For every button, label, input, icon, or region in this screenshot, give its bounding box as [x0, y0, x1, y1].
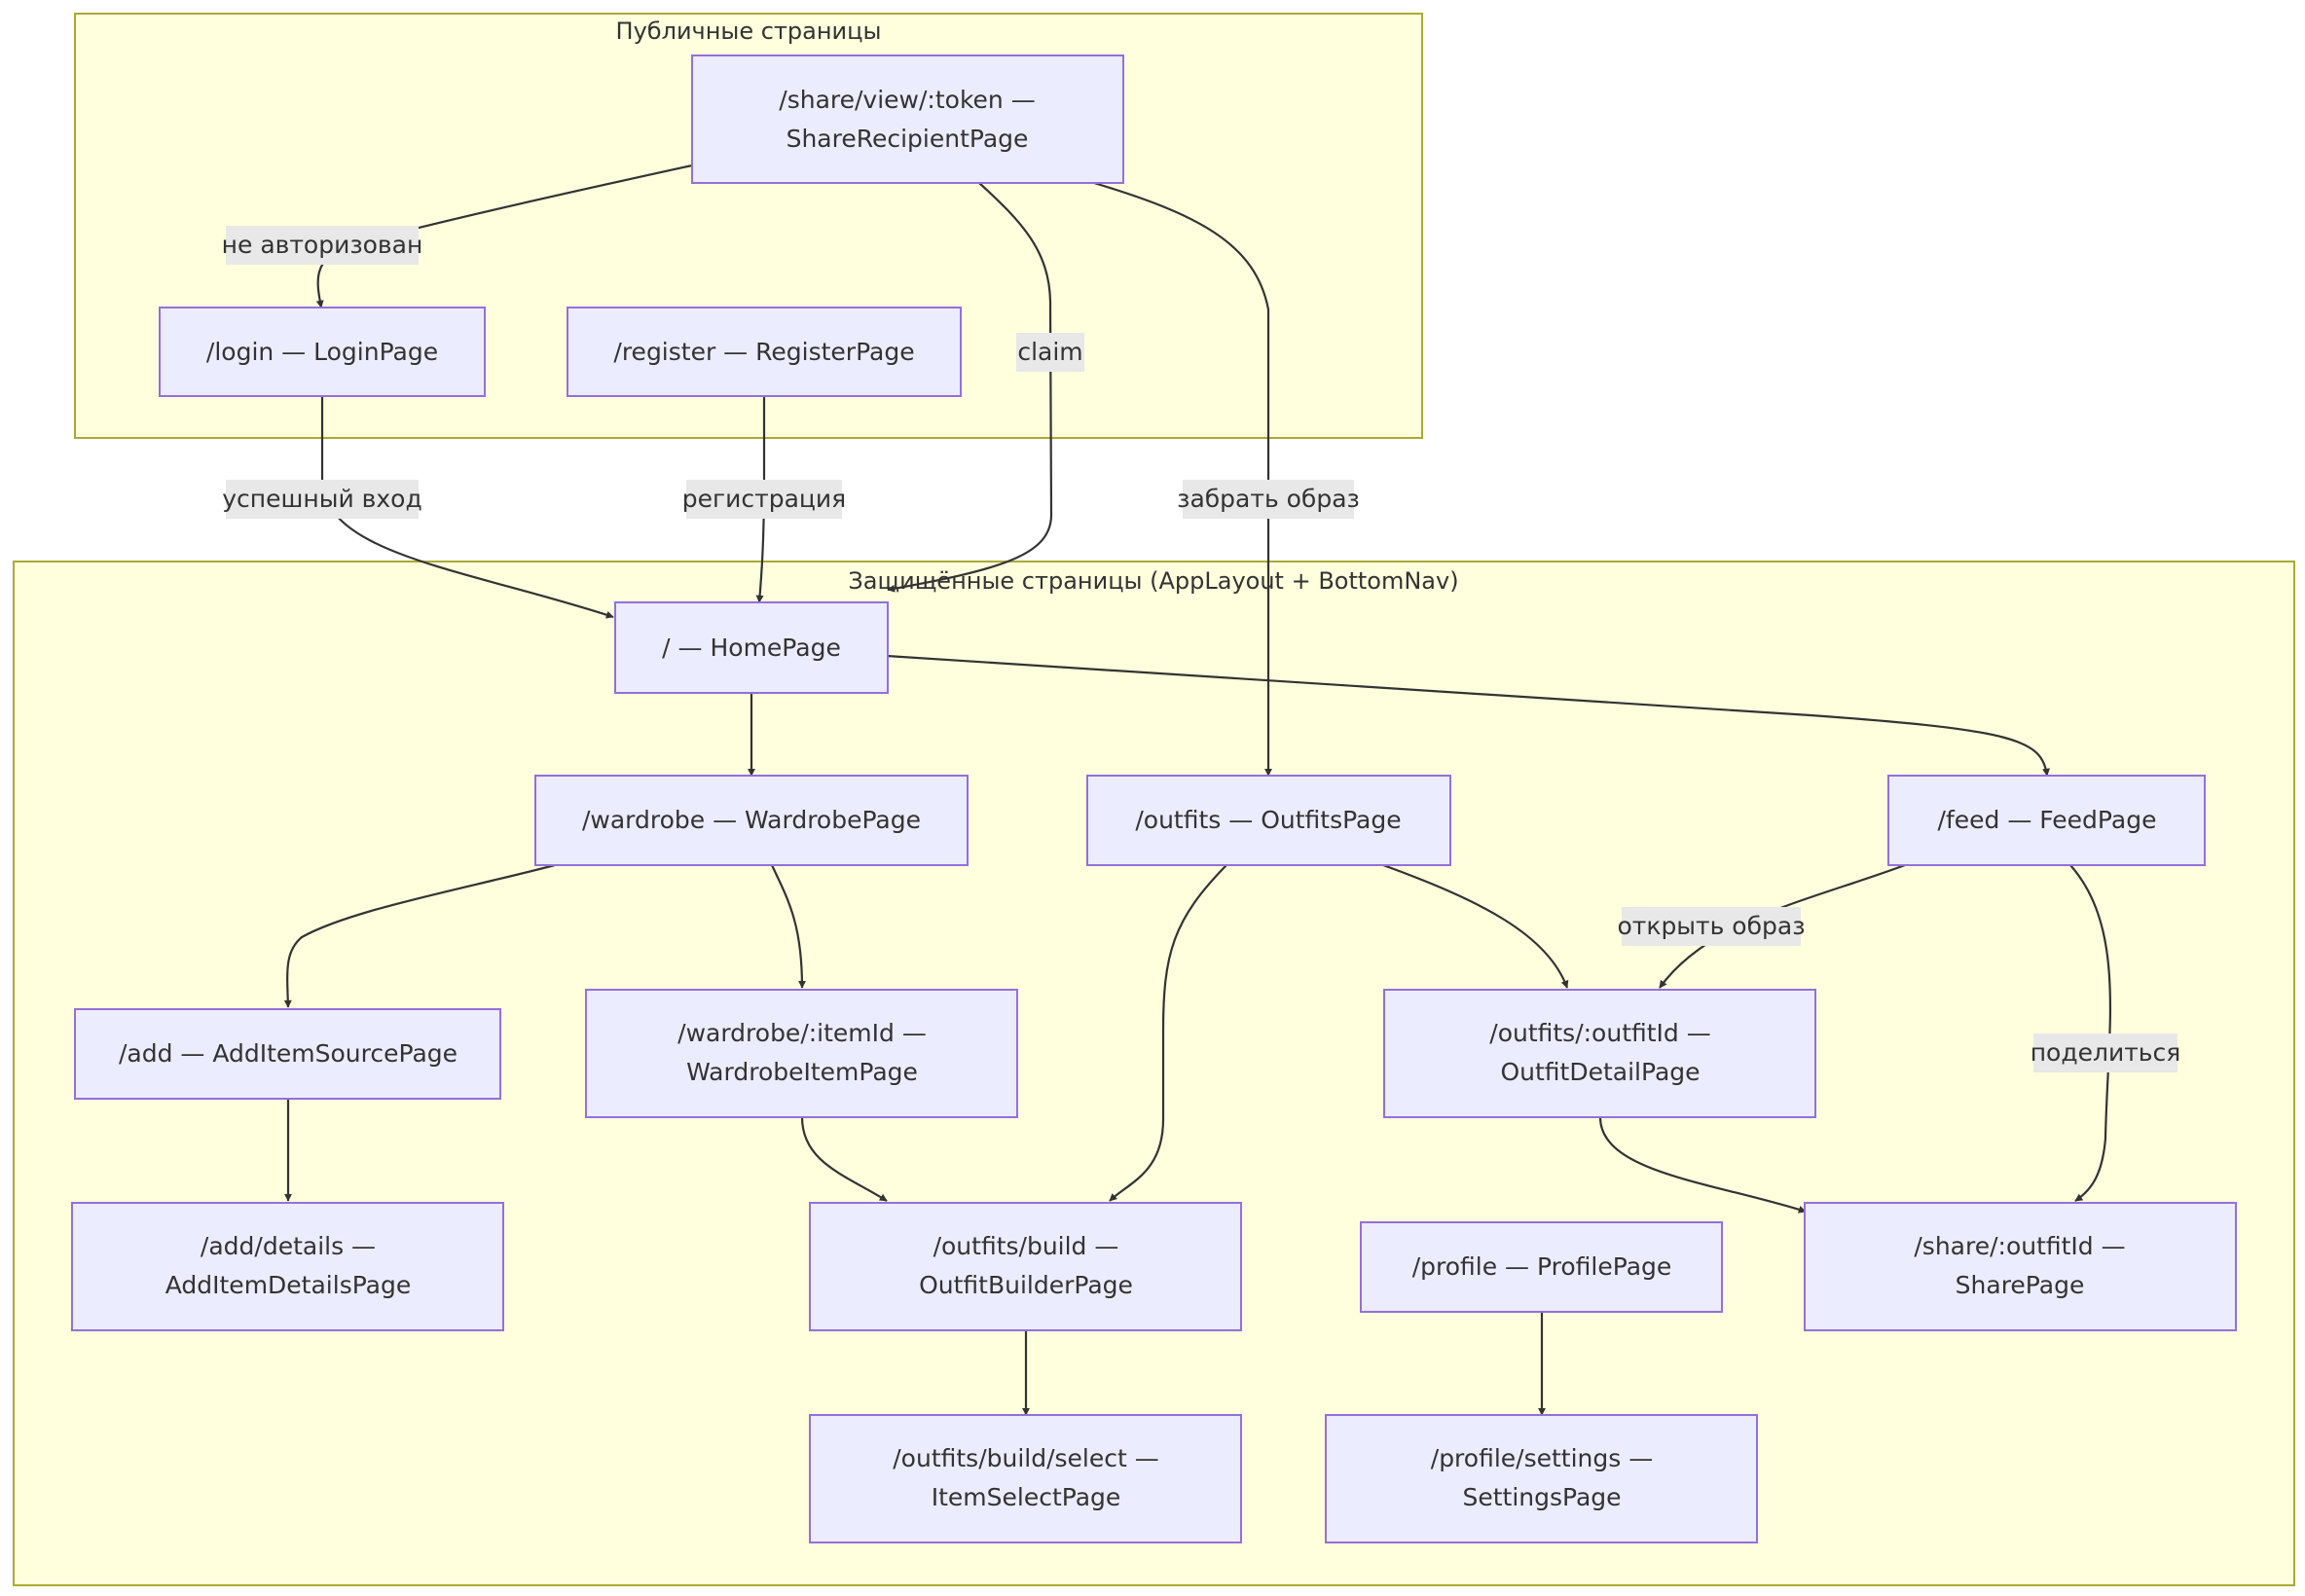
- node-outfits-page[interactable]: /outfits — OutfitsPage: [1086, 775, 1451, 866]
- edges: [283, 163, 2112, 1416]
- node-share-recipient-page[interactable]: /share/view/:token — ShareRecipientPage: [691, 54, 1124, 184]
- edge-wardrobe-to-add: [283, 863, 556, 1008]
- node-feed-page[interactable]: /feed — FeedPage: [1887, 775, 2206, 866]
- cluster-public-title: Публичные страницы: [616, 18, 882, 45]
- node-home-page[interactable]: / — HomePage: [614, 601, 889, 694]
- svg-text:OutfitBuilderPage: OutfitBuilderPage: [919, 1271, 1133, 1299]
- edge-label-share: поделиться: [2031, 1034, 2181, 1072]
- svg-text:ShareRecipientPage: ShareRecipientPage: [787, 125, 1029, 153]
- svg-text:не авторизован: не авторизован: [222, 231, 423, 259]
- svg-text:поделиться: поделиться: [2031, 1038, 2181, 1067]
- svg-text:/share/view/:token —: /share/view/:token —: [779, 86, 1035, 114]
- svg-text:AddItemDetailsPage: AddItemDetailsPage: [165, 1271, 412, 1299]
- node-settings-page[interactable]: /profile/settings — SettingsPage: [1325, 1414, 1758, 1543]
- svg-text:SharePage: SharePage: [1956, 1271, 2085, 1299]
- svg-text:/feed — FeedPage: /feed — FeedPage: [1938, 806, 2157, 834]
- node-add-item-details-page[interactable]: /add/details — AddItemDetailsPage: [71, 1202, 504, 1331]
- node-profile-page[interactable]: /profile — ProfilePage: [1360, 1221, 1723, 1313]
- svg-text:успешный вход: успешный вход: [222, 485, 422, 513]
- svg-text:WardrobeItemPage: WardrobeItemPage: [686, 1058, 918, 1086]
- edge-outfits-to-detail: [1382, 863, 1569, 989]
- edge-detail-to-share: [1598, 1116, 1807, 1214]
- svg-text:открыть образ: открыть образ: [1617, 912, 1805, 940]
- edge-wardrobe-to-item: [771, 864, 806, 989]
- svg-text:/profile — ProfilePage: /profile — ProfilePage: [1412, 1252, 1672, 1281]
- svg-text:/share/:outfitId —: /share/:outfitId —: [1914, 1232, 2125, 1260]
- edge-item-to-build: [800, 1116, 888, 1202]
- cluster-protected-title: Защищённые страницы (AppLayout + BottomN…: [848, 567, 1458, 595]
- svg-text:/add/details —: /add/details —: [201, 1232, 376, 1260]
- svg-text:SettingsPage: SettingsPage: [1462, 1483, 1621, 1511]
- svg-text:/profile/settings —: /profile/settings —: [1431, 1444, 1653, 1472]
- svg-text:/wardrobe/:itemId —: /wardrobe/:itemId —: [677, 1019, 927, 1047]
- svg-text:/outfits/:outfitId —: /outfits/:outfitId —: [1489, 1019, 1710, 1047]
- edge-label-claim: claim: [1016, 333, 1084, 372]
- edge-share-view-to-outfits: [1093, 181, 1272, 777]
- node-outfit-builder-page[interactable]: /outfits/build — OutfitBuilderPage: [809, 1202, 1242, 1331]
- svg-text:/outfits — OutfitsPage: /outfits — OutfitsPage: [1135, 806, 1401, 834]
- svg-text:/outfits/build —: /outfits/build —: [933, 1232, 1119, 1260]
- node-login-page[interactable]: /login — LoginPage: [159, 307, 486, 397]
- node-wardrobe-page[interactable]: /wardrobe — WardrobePage: [534, 775, 969, 866]
- edge-labels: не авторизован claim успешный вход регис…: [222, 226, 2181, 1072]
- edge-label-login-success: успешный вход: [222, 480, 422, 519]
- svg-text:/login — LoginPage: /login — LoginPage: [206, 338, 438, 366]
- svg-text:/wardrobe — WardrobePage: /wardrobe — WardrobePage: [582, 806, 921, 834]
- node-share-page[interactable]: /share/:outfitId — SharePage: [1804, 1202, 2237, 1331]
- edge-label-registration: регистрация: [682, 480, 846, 519]
- edge-feed-to-share: [2069, 864, 2112, 1202]
- nodes: /share/view/:token — ShareRecipientPage …: [71, 54, 2237, 1543]
- edge-label-not-authorized: не авторизован: [222, 226, 423, 265]
- edge-share-view-to-home-claim: [887, 182, 1053, 593]
- svg-text:/ — HomePage: / — HomePage: [662, 634, 841, 662]
- svg-text:/register — RegisterPage: /register — RegisterPage: [613, 338, 914, 366]
- node-add-item-source-page[interactable]: /add — AddItemSourcePage: [74, 1008, 501, 1100]
- node-item-select-page[interactable]: /outfits/build/select — ItemSelectPage: [809, 1414, 1242, 1543]
- svg-text:/outfits/build/select —: /outfits/build/select —: [893, 1444, 1159, 1472]
- node-wardrobe-item-page[interactable]: /wardrobe/:itemId — WardrobeItemPage: [585, 989, 1018, 1118]
- svg-text:ItemSelectPage: ItemSelectPage: [932, 1483, 1121, 1511]
- svg-text:OutfitDetailPage: OutfitDetailPage: [1500, 1058, 1700, 1086]
- node-register-page[interactable]: /register — RegisterPage: [567, 307, 962, 397]
- edge-label-open-outfit: открыть образ: [1617, 907, 1806, 946]
- edge-home-to-feed: [886, 654, 2050, 777]
- svg-text:claim: claim: [1017, 338, 1082, 366]
- svg-text:регистрация: регистрация: [682, 485, 846, 513]
- node-outfit-detail-page[interactable]: /outfits/:outfitId — OutfitDetailPage: [1383, 989, 1816, 1118]
- edge-label-take-outfit: забрать образ: [1177, 480, 1360, 519]
- svg-text:забрать образ: забрать образ: [1177, 485, 1360, 513]
- edge-outfits-to-build: [1109, 864, 1227, 1202]
- svg-text:/add — AddItemSourcePage: /add — AddItemSourcePage: [119, 1039, 457, 1068]
